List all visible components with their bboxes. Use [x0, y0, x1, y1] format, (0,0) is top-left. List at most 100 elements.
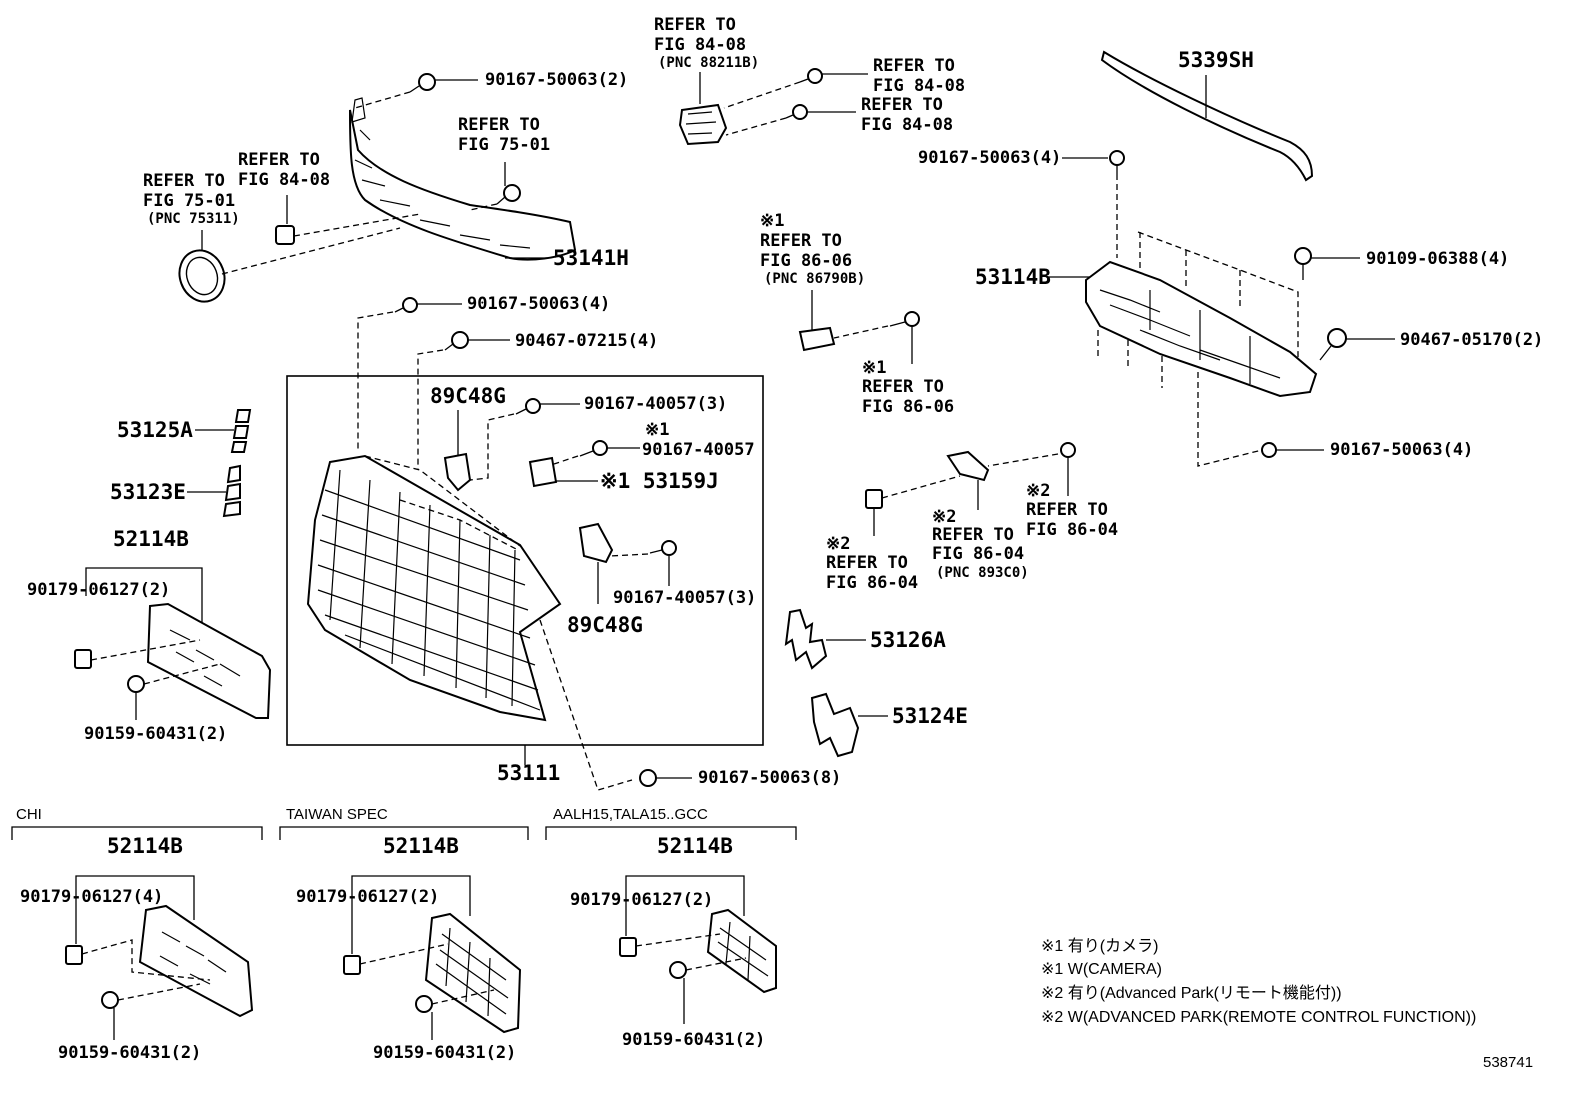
label-90467-05170: 90467-05170(2): [1400, 330, 1543, 350]
emblem-53126a-part: [784, 608, 828, 670]
bolt-icon: [669, 961, 687, 979]
label-90167-50063-4-right: 90167-50063(4): [1330, 440, 1473, 460]
radiator-grille-part: [306, 454, 562, 722]
note-line: ※1 有り(カメラ): [1041, 937, 1158, 955]
label-90109-06388: 90109-06388(4): [1366, 249, 1509, 269]
label-53114b: 53114B: [975, 265, 1051, 289]
license-plate-bracket-part: [424, 912, 522, 1034]
plate-clip-part: [65, 945, 83, 965]
screw-icon: [639, 769, 657, 787]
emblem-53123e-part: [222, 464, 241, 518]
bolt-icon: [101, 991, 119, 1009]
label-90167-50063-4-top: 90167-50063(4): [918, 148, 1061, 168]
sensor-clip-part: [865, 489, 883, 509]
bolt-icon: [1319, 328, 1347, 361]
section-part-label: 52114B: [657, 834, 733, 858]
grille-support-part: [1085, 260, 1318, 398]
section-part-label: 52114B: [107, 834, 183, 858]
camera-bracket-part: [798, 326, 836, 352]
bolt-icon: [415, 995, 433, 1013]
label-refer-fig-84-08-r1: REFER TO FIG 84-08: [873, 56, 965, 96]
label-52114b-main: 52114B: [113, 527, 189, 551]
label-53111: 53111: [497, 761, 560, 785]
section-title: TAIWAN SPEC: [286, 806, 388, 823]
label-refer-fig-84-08-r2: REFER TO FIG 84-08: [861, 95, 953, 135]
section-part-label: 52114B: [383, 834, 459, 858]
note-line: ※2 W(ADVANCED PARK(REMOTE CONTROL FUNCTI…: [1041, 1009, 1476, 1026]
note-line: ※1 W(CAMERA): [1041, 961, 1162, 978]
bolt-icon: [496, 184, 521, 205]
screw-icon: [1060, 442, 1076, 496]
screw-icon: [515, 398, 541, 415]
license-plate-bracket-part: [706, 908, 777, 994]
bolt-icon: [409, 73, 436, 93]
illustration-number: 538741: [1483, 1054, 1533, 1071]
section-bolt-label: 90159-60431(2): [373, 1043, 516, 1063]
section-gcc: AALH15,TALA15..GCC 52114B 90179-06127(2)…: [545, 806, 797, 1050]
screw-icon: [394, 297, 418, 313]
label-90179-06127-2-main: 90179-06127(2): [27, 580, 170, 600]
plate-clip-part: [343, 955, 361, 975]
section-clip-label: 90179-06127(4): [20, 887, 163, 907]
emblem-53124e-part: [810, 692, 860, 758]
label-90167-50063-4-grille: 90167-50063(4): [467, 294, 610, 314]
label-89c48g-top: 89C48G: [430, 384, 506, 408]
label-90159-60431-2-main: 90159-60431(2): [84, 724, 227, 744]
screw-icon: [889, 311, 920, 327]
label-refer-fig-84-08-left: REFER TO FIG 84-08: [238, 150, 330, 190]
screw-icon: [799, 68, 823, 84]
screw-icon: [785, 104, 808, 120]
sensor-bracket-part: [946, 450, 990, 482]
screw-icon: [1261, 442, 1277, 458]
screw-icon: [649, 540, 677, 556]
label-53159j: ※1 53159J: [600, 469, 719, 493]
label-53125a: 53125A: [117, 418, 193, 442]
label-53123e: 53123E: [110, 480, 186, 504]
section-clip-label: 90179-06127(2): [570, 890, 713, 910]
molding-strip-part: [1100, 50, 1314, 182]
section-bolt-label: 90159-60431(2): [58, 1043, 201, 1063]
label-90167-50063-8: 90167-50063(8): [698, 768, 841, 788]
label-refer-fig-75-01-pnc: REFER TO FIG 75-01 (PNC 75311): [143, 171, 245, 227]
label-refer-fig-86-06-top: ※1 REFER TO FIG 86-06 (PNC 86790B): [760, 211, 865, 287]
plate-clip-part: [619, 937, 637, 957]
label-53141h: 53141H: [553, 246, 629, 270]
label-5339sh: 5339SH: [1178, 48, 1254, 72]
label-90167-50063-2: 90167-50063(2): [485, 70, 628, 90]
note-line: ※2 有り(Advanced Park(リモート機能付)): [1041, 984, 1342, 1002]
lamp-ring-part: [178, 249, 226, 303]
bolt-icon: [127, 675, 145, 693]
clip-part: [275, 225, 295, 245]
label-53126a: 53126A: [870, 628, 946, 652]
section-clip-label: 90179-06127(2): [296, 887, 439, 907]
label-refer-fig-84-08-pnc: REFER TO FIG 84-08 (PNC 88211B): [654, 15, 759, 71]
section-taiwan-spec: TAIWAN SPEC 52114B 90179-06127(2) 90159-…: [279, 806, 529, 1063]
section-title: AALH15,TALA15..GCC: [553, 806, 708, 823]
label-53124e: 53124E: [892, 704, 968, 728]
footnotes: ※1 有り(カメラ) ※1 W(CAMERA) ※2 有り(Advanced P…: [1041, 937, 1476, 1026]
license-plate-bracket-part: [138, 904, 254, 1018]
label-refer-fig-86-06-bot: ※1 REFER TO FIG 86-06: [862, 358, 954, 417]
section-bolt-label: 90159-60431(2): [622, 1030, 765, 1050]
label-90167-40057-star1: ※1 90167-40057: [642, 420, 755, 460]
label-refer-fig-86-04-right: ※2 REFER TO FIG 86-04: [1026, 481, 1118, 540]
plate-clip-part: [74, 649, 92, 669]
screw-icon: [579, 440, 608, 457]
label-refer-fig-86-04-left: ※2 REFER TO FIG 86-04: [826, 534, 918, 593]
section-title: CHI: [16, 806, 42, 823]
label-89c48g-bot: 89C48G: [567, 613, 643, 637]
camera-module-part: [678, 103, 728, 146]
bolt-icon: [444, 331, 469, 351]
label-refer-fig-86-04-mid: ※2 REFER TO FIG 86-04 (PNC 893C0): [932, 507, 1034, 581]
license-plate-bracket-part: [146, 602, 272, 719]
bracket-89c48g-lower-part: [578, 522, 614, 564]
emblem-53125a-part: [230, 409, 252, 453]
label-refer-fig-75-01: REFER TO FIG 75-01: [458, 115, 550, 155]
screw-icon: [1109, 150, 1125, 180]
bumper-upper-part: [349, 97, 577, 261]
section-chi: CHI 52114B 90179-06127(4) 90159-60431(2): [11, 806, 263, 1063]
label-90467-07215: 90467-07215(4): [515, 331, 658, 351]
label-90167-40057-3-bot: 90167-40057(3): [613, 588, 756, 608]
bolt-icon: [1294, 247, 1312, 280]
